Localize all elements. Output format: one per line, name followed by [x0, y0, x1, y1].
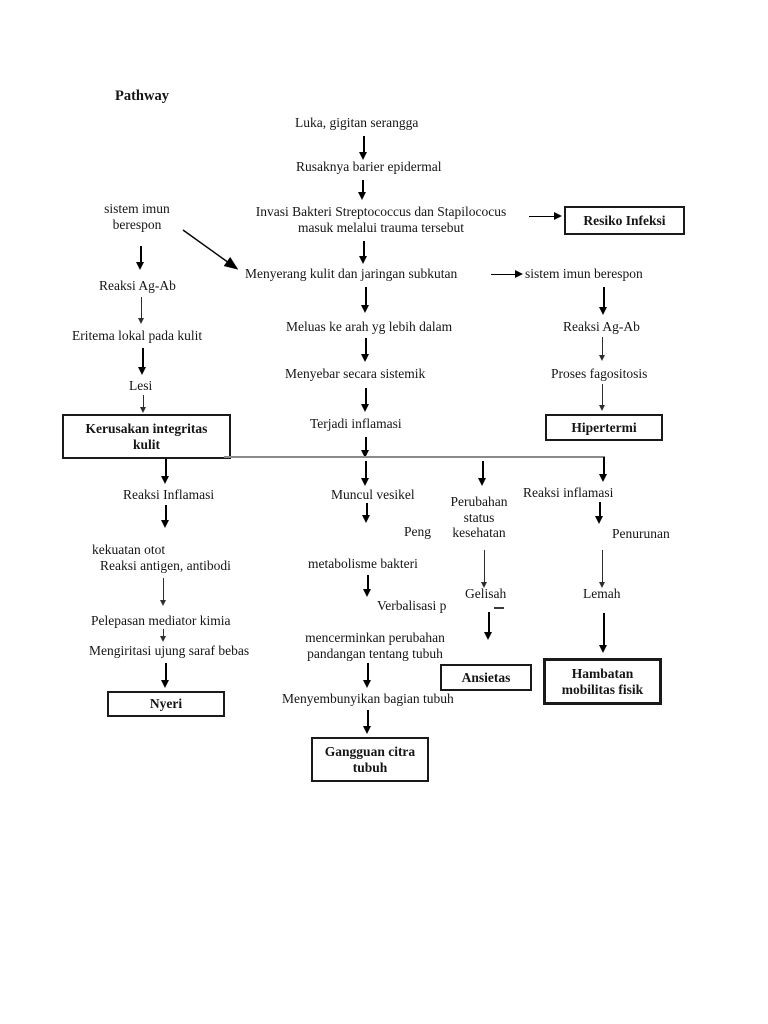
box-ansietas: Ansietas	[440, 664, 532, 691]
arrow-penurunan-to-lemah	[597, 550, 608, 588]
node-sistem-imun-kiri-line1: sistem imun	[104, 201, 170, 216]
divider-line	[224, 456, 605, 458]
node-mencerminkan-line2: pandangan tentang tubuh	[307, 646, 443, 661]
box-resiko-infeksi-label: Resiko Infeksi	[583, 212, 666, 228]
node-kekuatan-otot: kekuatan otot	[92, 542, 166, 557]
arrow-antigen-to-pelepasan	[158, 578, 169, 606]
box-ansietas-label: Ansietas	[461, 669, 511, 685]
node-invasi-line1: Invasi Bakteri Streptococcus dan Stapilo…	[255, 204, 507, 219]
arrow-muncul-down	[361, 503, 372, 523]
node-penurunan: Penurunan	[612, 526, 670, 541]
node-metabolisme: metabolisme bakteri	[308, 556, 418, 571]
arrow-eritema-to-lesi	[137, 348, 148, 375]
node-invasi-line2: masuk melalui trauma tersebut	[297, 220, 465, 235]
box-hipertermi: Hipertermi	[545, 414, 663, 441]
arrow-lemah-to-hambatan	[598, 613, 609, 653]
arrow-agab-to-proses	[597, 337, 608, 361]
arrow-invasi-to-resiko-infeksi	[529, 211, 562, 222]
arrow-lesi-to-kerusakan	[138, 395, 149, 413]
node-verbalisasi-fragment: Verbalisasi p	[377, 598, 447, 613]
arrow-metabolisme-down	[362, 575, 373, 597]
node-reaksi-antigen: Reaksi antigen, antibodi	[100, 558, 231, 573]
node-reaksi-agab-kanan: Reaksi Ag-Ab	[563, 319, 640, 334]
node-perubahan-line1: Perubahan	[450, 494, 508, 509]
node-mencerminkan-line1: mencerminkan perubahan	[305, 630, 445, 645]
node-eritema: Eritema lokal pada kulit	[72, 328, 203, 343]
node-terjadi-inflamasi: Terjadi inflamasi	[310, 416, 402, 431]
node-menyerang: Menyerang kulit dan jaringan subkutan	[245, 266, 458, 281]
node-meluas: Meluas ke arah yg lebih dalam	[286, 319, 453, 334]
node-gelisah: Gelisah	[465, 586, 507, 601]
node-reaksi-inflamasi-d: Reaksi inflamasi	[523, 485, 614, 500]
arrow-diagonal-to-menyerang	[182, 229, 239, 270]
arrow-mengiritasi-to-nyeri	[160, 663, 171, 688]
box-hambatan-mobilitas-fisik: Hambatan mobilitas fisik	[543, 658, 662, 705]
node-reaksi-inflamasi-a: Reaksi Inflamasi	[123, 487, 215, 502]
arrow-line-to-reaksi-inflamasi-d	[598, 457, 609, 482]
node-reaksi-agab-kiri: Reaksi Ag-Ab	[99, 278, 176, 293]
box-kerusakan-integritas-kulit: Kerusakan integritas kulit	[62, 414, 231, 459]
box-kerusakan-line2: kulit	[132, 436, 160, 452]
box-resiko-infeksi: Resiko Infeksi	[564, 206, 685, 235]
arrow-line-to-muncul	[360, 461, 371, 486]
node-rusaknya: Rusaknya barier epidermal	[296, 159, 442, 174]
arrow-rusaknya-to-invasi	[357, 180, 368, 200]
arrow-reaksi-inflamasi-a-down	[160, 505, 171, 528]
node-perubahan-line3: kesehatan	[452, 525, 506, 540]
box-gangguan-citra-tubuh: Gangguan citra tubuh	[311, 737, 429, 782]
node-mengiritasi: Mengiritasi ujung saraf bebas	[89, 643, 250, 658]
arrow-gelisah-to-ansietas	[483, 612, 494, 640]
arrow-perubahan-to-gelisah	[479, 550, 490, 588]
arrow-menyerang-to-meluas	[360, 287, 371, 313]
box-gangguan-line1: Gangguan citra	[324, 743, 416, 759]
node-luka: Luka, gigitan serangga	[295, 115, 419, 130]
arrow-luka-to-rusaknya	[358, 136, 369, 160]
node-sistem-imun-kanan: sistem imun berespon	[525, 266, 643, 281]
node-perubahan-line2: status	[463, 509, 495, 525]
box-kerusakan-line1: Kerusakan integritas	[85, 420, 208, 436]
node-invasi: Invasi Bakteri Streptococcus dan Stapilo…	[235, 204, 527, 236]
node-muncul-vesikel: Muncul vesikel	[331, 487, 415, 502]
arrow-menyebar-to-terjadi	[360, 388, 371, 412]
node-perubahan-status: Perubahan status kesehatan	[440, 494, 518, 541]
node-lemah: Lemah	[583, 586, 621, 601]
node-menyembunyikan: Menyembunyikan bagian tubuh	[282, 691, 454, 706]
node-peng-fragment: Peng	[404, 524, 431, 539]
arrow-meluas-to-menyebar	[360, 338, 371, 362]
arrow-menyembunyikan-to-gangguan	[362, 710, 373, 734]
box-hambatan-line1: Hambatan	[571, 665, 634, 681]
arrow-line-to-perubahan	[477, 461, 488, 486]
arrow-agab-to-eritema	[136, 297, 147, 324]
box-hambatan-line2: mobilitas fisik	[561, 681, 644, 697]
node-lesi: Lesi	[129, 378, 153, 393]
arrow-sistem-imun-kiri-down	[135, 246, 146, 270]
box-hipertermi-label: Hipertermi	[571, 419, 637, 435]
node-sistem-imun-kiri: sistem imun berespon	[90, 201, 184, 233]
node-sistem-imun-kiri-line2: berespon	[112, 217, 162, 232]
page-title: Pathway	[115, 88, 169, 104]
arrow-reaksi-inflamasi-d-down	[594, 502, 605, 524]
arrow-mencerminkan-to-menyembunyikan	[362, 663, 373, 688]
arrow-invasi-to-menyerang	[358, 241, 369, 264]
box-nyeri: Nyeri	[107, 691, 225, 717]
arrow-line-to-reaksi-inflamasi-a	[160, 459, 171, 484]
node-mencerminkan: mencerminkan perubahan pandangan tentang…	[300, 630, 450, 662]
arrow-proses-to-hipertermi	[597, 384, 608, 411]
node-menyebar: Menyebar secara sistemik	[285, 366, 426, 381]
node-proses-fagositosis: Proses fagositosis	[551, 366, 648, 381]
arrow-pelepasan-to-mengiritasi	[158, 629, 169, 642]
arrow-menyerang-to-sistem-imun-kanan	[491, 269, 523, 280]
box-gangguan-line2: tubuh	[352, 759, 388, 775]
node-pelepasan: Pelepasan mediator kimia	[91, 613, 231, 628]
arrow-terjadi-to-line	[360, 437, 371, 458]
arrow-sistem-imun-kanan-down	[598, 287, 609, 315]
scan-artifact-dash	[494, 607, 504, 609]
box-nyeri-label: Nyeri	[149, 696, 183, 711]
